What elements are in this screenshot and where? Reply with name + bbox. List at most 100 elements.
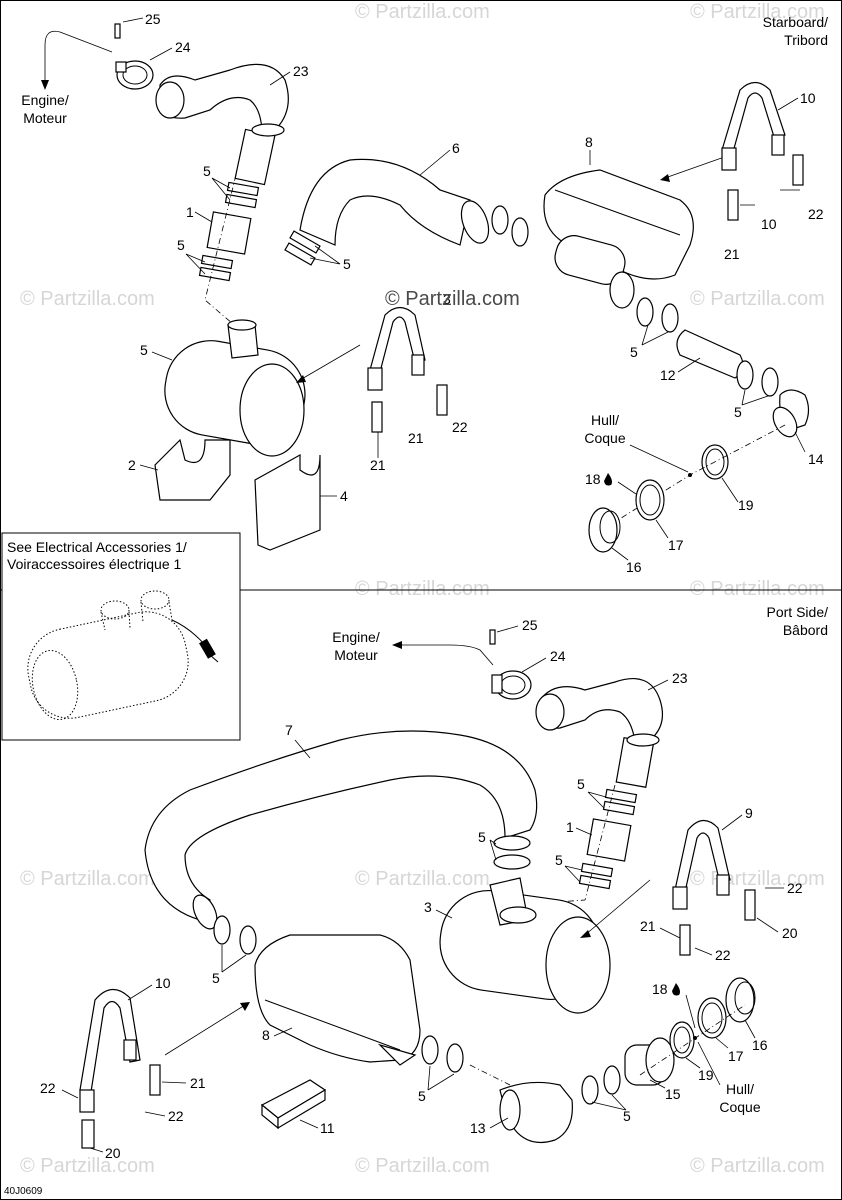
- callout-5: 5: [212, 970, 220, 986]
- bracket-20: [81, 1119, 95, 1149]
- watermark: © Partzilla.com: [20, 1155, 155, 1177]
- moteur-label: Moteur: [334, 647, 378, 663]
- arrow-head: [41, 80, 49, 90]
- callout-5: 5: [623, 1108, 631, 1124]
- watermark: © Partzilla.com: [20, 288, 155, 310]
- clamp-5: [289, 230, 321, 254]
- callout-5: 5: [555, 852, 563, 868]
- coque-label: Coque: [719, 1099, 760, 1115]
- callout-21: 21: [724, 246, 740, 262]
- outlet-16: [588, 507, 618, 553]
- callout-11: 11: [320, 1120, 335, 1136]
- callout-12: 12: [660, 367, 676, 383]
- callout-21: 22: [452, 419, 468, 435]
- hull-label: Hull/: [591, 412, 619, 428]
- clamp-5: [736, 360, 754, 390]
- bracket-20: [744, 889, 756, 921]
- tribord-label: Tribord: [784, 32, 828, 48]
- pin-25: [114, 23, 121, 39]
- callout-16: 16: [626, 559, 642, 575]
- clamp-5: [421, 1035, 439, 1065]
- callout-10: 10: [155, 975, 171, 991]
- sleeve-1: [206, 211, 252, 255]
- watermark: © Partzilla.com: [355, 868, 490, 890]
- callout-19: 19: [698, 1067, 714, 1083]
- resonator-8: [543, 169, 694, 280]
- callout-21: 21: [640, 918, 656, 934]
- callout-5: 5: [177, 237, 185, 253]
- callout-17: 17: [668, 537, 684, 553]
- callout-2: 2: [128, 457, 136, 473]
- bracket-21: [371, 401, 383, 433]
- clamp-5: [603, 1065, 621, 1095]
- bracket-21: [792, 154, 804, 186]
- callout-25: 25: [522, 617, 538, 633]
- clamp-5: [578, 874, 612, 890]
- callout-4: 4: [340, 488, 348, 504]
- bracket-21: [436, 384, 448, 416]
- inset-line-1: See Electrical Accessories 1/: [7, 539, 187, 555]
- watermark: © Partzilla.com: [355, 578, 490, 600]
- watermark: © Partzilla.com: [690, 1155, 825, 1177]
- clamp-5: [636, 297, 654, 327]
- callout-3: 3: [424, 899, 432, 915]
- bracket-21: [727, 189, 739, 221]
- sensor-connector: [199, 638, 216, 659]
- clamp-5: [491, 205, 509, 235]
- engine-arrow: [400, 644, 494, 666]
- callout-14: 14: [808, 451, 824, 467]
- engine-arrow: [44, 30, 113, 85]
- callout-21: 21: [370, 457, 386, 473]
- center-watermark: © Partzilla.com: [385, 288, 520, 310]
- clamp-5: [226, 181, 260, 197]
- callout-1: 1: [566, 819, 574, 835]
- clamp-5: [580, 862, 614, 878]
- callout-20: 20: [782, 925, 798, 941]
- drop-icon: [672, 983, 680, 996]
- clamp-5: [602, 800, 636, 816]
- figure-code: 40J0609: [4, 1186, 43, 1197]
- watermark: © Partzilla.com: [690, 578, 825, 600]
- watermark-layer: © Partzilla.com © Partzilla.com © Partzi…: [20, 1, 825, 1177]
- clamp-5: [224, 193, 258, 209]
- callout-15: 15: [665, 1086, 681, 1102]
- pin-25: [489, 629, 496, 645]
- drop-icon: [604, 473, 612, 486]
- callout-5: 5: [418, 1088, 426, 1104]
- hose-12: [676, 329, 744, 379]
- strap-10: [79, 988, 141, 1093]
- engine-label: Engine/: [21, 92, 69, 108]
- callout-5: 5: [478, 829, 486, 845]
- callout-19: 19: [738, 497, 754, 513]
- watermark: © Partzilla.com: [690, 1, 825, 23]
- resonator-8: [254, 934, 421, 1063]
- support-2: [154, 438, 231, 501]
- outlet-16: [725, 977, 755, 1023]
- callout-18: 18: [652, 981, 668, 997]
- hull-label: Hull/: [726, 1081, 754, 1097]
- callout-21: 21: [190, 1075, 206, 1091]
- inset-box: [1, 532, 241, 741]
- callout-23: 23: [293, 63, 309, 79]
- callout-13: 13: [470, 1120, 486, 1136]
- clamp-5: [200, 254, 234, 270]
- bracket-21: [149, 1064, 161, 1096]
- callout-5: 5: [203, 163, 211, 179]
- inset-line-2: Voiraccessoires électrique 1: [7, 556, 182, 572]
- callout-3: 5: [140, 342, 148, 358]
- callout-8: 8: [585, 134, 593, 150]
- callout-22: 22: [168, 1108, 184, 1124]
- callout-22: 22: [787, 880, 803, 896]
- clamp-5: [581, 1075, 599, 1105]
- babord-label: Bâbord: [783, 622, 828, 638]
- callout-22: 22: [715, 947, 731, 963]
- callout-5: 5: [630, 344, 638, 360]
- electrical-inset: See Electrical Accessories 1/ Voiraccess…: [1, 532, 241, 741]
- port-section: Port Side/ Bâbord Engine/ Moteur: [40, 604, 828, 1161]
- callout-22: 21: [408, 430, 424, 446]
- callout-23: 23: [672, 670, 688, 686]
- starboard-section: Starboard/ Tribord Engine/ Moteur: [21, 11, 828, 575]
- clamp-5: [239, 925, 257, 955]
- callout-24: 24: [550, 648, 566, 664]
- callout-16: 16: [752, 1037, 768, 1053]
